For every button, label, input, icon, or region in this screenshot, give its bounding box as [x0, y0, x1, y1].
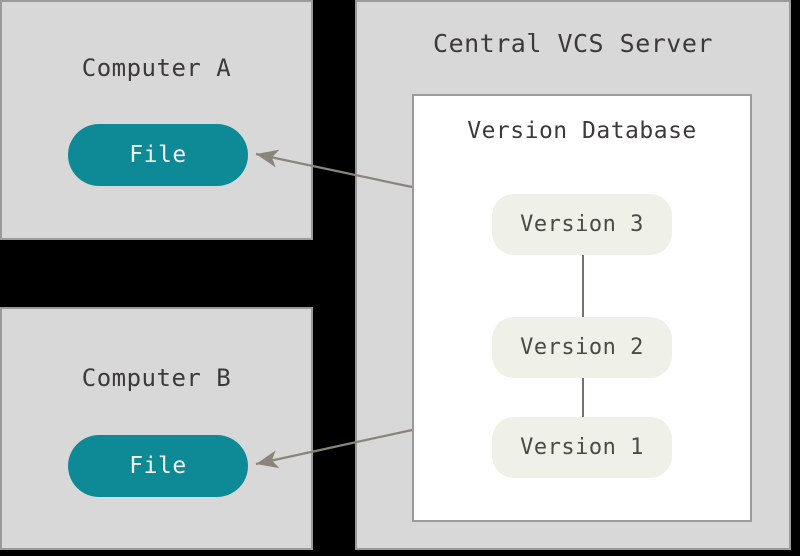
version-node-2[interactable]: Version 2 — [492, 317, 672, 378]
file-pill-computer-b-label: File — [129, 453, 187, 479]
version-link-2-to-1 — [582, 378, 584, 417]
panel-computer-a-title: Computer A — [81, 54, 232, 82]
version-node-1-label: Version 1 — [520, 435, 644, 460]
version-node-3[interactable]: Version 3 — [492, 194, 672, 255]
version-database-title: Version Database — [467, 118, 697, 144]
panel-computer-b-title: Computer B — [81, 364, 232, 392]
file-pill-computer-b[interactable]: File — [68, 435, 248, 497]
panel-server-title: Central VCS Server — [433, 29, 713, 58]
version-database-box: Version Database Version 3 Version 2 Ver… — [412, 94, 752, 522]
version-node-2-label: Version 2 — [520, 335, 644, 360]
version-link-3-to-2 — [582, 255, 584, 317]
panel-computer-a: Computer A — [0, 0, 313, 240]
version-node-1[interactable]: Version 1 — [492, 417, 672, 478]
panel-computer-b: Computer B — [0, 307, 313, 550]
file-pill-computer-a-label: File — [129, 142, 187, 168]
version-node-3-label: Version 3 — [520, 212, 644, 237]
file-pill-computer-a[interactable]: File — [68, 124, 248, 186]
